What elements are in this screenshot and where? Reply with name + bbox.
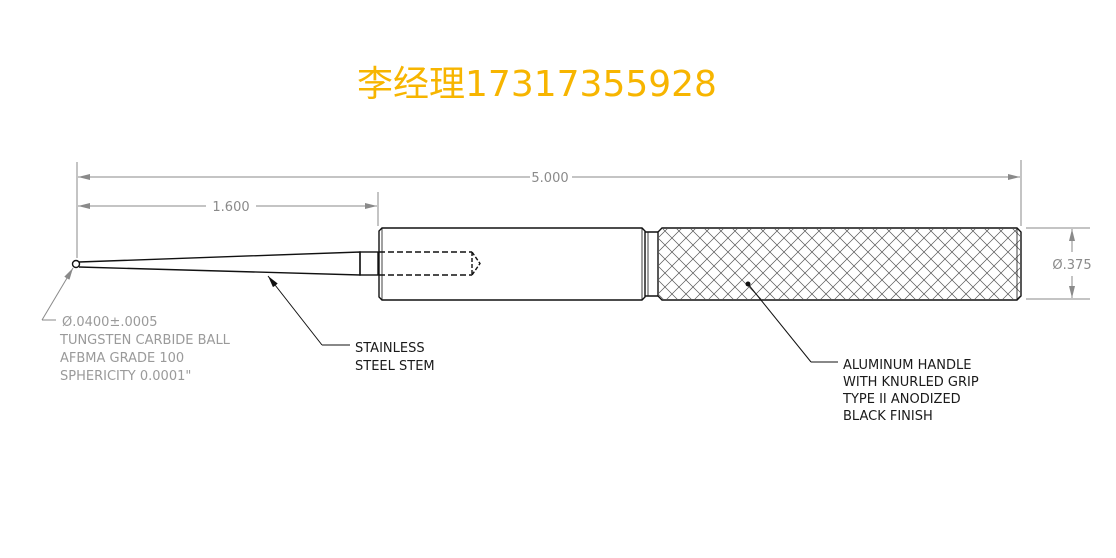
extension-lines bbox=[76, 160, 1090, 300]
handle-note-line: BLACK FINISH bbox=[843, 409, 933, 424]
ball-note-line: Ø.0400±.0005 bbox=[62, 315, 158, 330]
handle-note-line: WITH KNURLED GRIP bbox=[843, 375, 979, 390]
groove bbox=[645, 231, 658, 297]
handle-diameter-dimension: Ø.375 bbox=[1052, 229, 1092, 298]
ball-note-line: AFBMA GRADE 100 bbox=[60, 351, 184, 366]
leaders bbox=[41, 267, 838, 363]
stem-callout: STAINLESS STEEL STEM bbox=[355, 341, 435, 374]
knurled-grip bbox=[659, 229, 1020, 299]
ball-callout: Ø.0400±.0005 TUNGSTEN CARBIDE BALL AFBMA… bbox=[59, 315, 231, 384]
stem-length-label: 1.600 bbox=[212, 200, 249, 215]
handle-note-line: TYPE II ANODIZED bbox=[842, 392, 961, 407]
collar-body bbox=[378, 227, 646, 301]
overall-length-label: 5.000 bbox=[531, 171, 568, 186]
hidden-bore bbox=[379, 251, 472, 276]
handle-note-line: ALUMINUM HANDLE bbox=[843, 358, 972, 373]
ball-note-line: TUNGSTEN CARBIDE BALL bbox=[59, 333, 231, 348]
stem-note-line: STAINLESS bbox=[355, 341, 425, 356]
handle-callout: ALUMINUM HANDLE WITH KNURLED GRIP TYPE I… bbox=[842, 358, 979, 424]
overall-length-dimension: 5.000 bbox=[78, 171, 1020, 186]
watermark-title: 李经理17317355928 bbox=[357, 64, 717, 105]
probe-part bbox=[71, 227, 1022, 301]
ball-note-line: SPHERICITY 0.0001" bbox=[60, 369, 191, 384]
stem-length-dimension: 1.600 bbox=[78, 200, 377, 215]
tapered-stem bbox=[78, 251, 361, 276]
handle-diameter-label: Ø.375 bbox=[1052, 258, 1091, 273]
carbide-ball bbox=[71, 259, 81, 269]
stem-note-line: STEEL STEM bbox=[355, 359, 435, 374]
